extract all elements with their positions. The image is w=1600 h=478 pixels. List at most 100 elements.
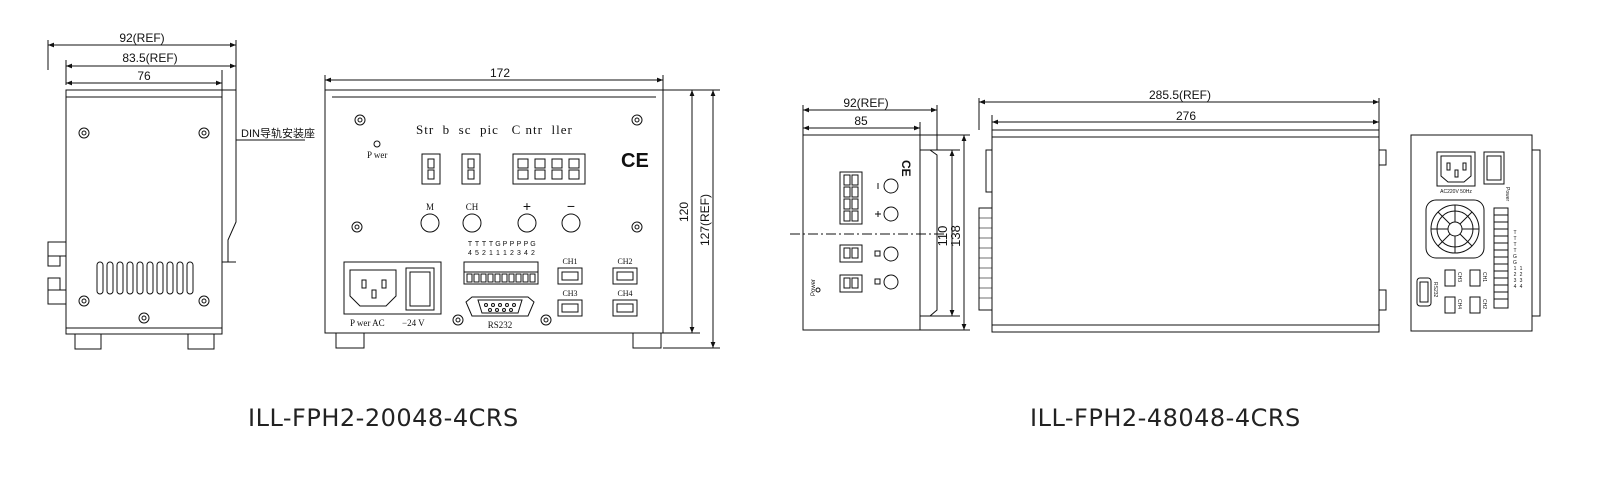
right-front-view: 92(REF) 85 110 138 — [790, 96, 970, 331]
left-side-view: 92(REF) 83.5(REF) 76 DIN导轨安装座 — [47, 31, 315, 350]
power-led-label: P wer — [367, 150, 387, 160]
ch4-port[interactable] — [612, 299, 638, 317]
front-buttons — [420, 213, 581, 233]
front-dim-width: 172 — [490, 66, 510, 80]
rfront-dim-total: 92(REF) — [843, 96, 888, 110]
rear-ch1-label: CH1 — [1481, 272, 1487, 282]
rfront-power-led — [815, 287, 821, 293]
ch4-label: CH4 — [617, 289, 632, 298]
button-label-minus: − — [567, 198, 575, 214]
svg-text:T: T — [475, 241, 480, 248]
left-front-view: 172 120 127(REF) Str b sc pic C ntr ller… — [324, 66, 720, 349]
svg-text:1: 1 — [1520, 266, 1523, 272]
rear-terminal-strip — [1493, 207, 1509, 309]
rfront-channel-button[interactable] — [883, 246, 899, 262]
button-label-plus: + — [523, 198, 531, 214]
svg-text:3: 3 — [517, 250, 521, 257]
rfront-dim-body: 85 — [854, 114, 868, 128]
svg-text:T: T — [1513, 236, 1516, 242]
channel-ports — [557, 267, 638, 317]
rfront-ce-mark: CE — [899, 160, 913, 177]
seven-segment-displays — [421, 153, 586, 185]
rfront-dim-height: 138 — [948, 225, 963, 247]
rear-ports — [1416, 269, 1481, 314]
ch1-label: CH1 — [562, 257, 577, 266]
power-switch[interactable] — [405, 267, 435, 311]
right-side-view: 285.5(REF) 276 — [978, 88, 1387, 333]
rear-ch4-label: CH4 — [1456, 299, 1462, 309]
svg-text:1: 1 — [1514, 266, 1517, 272]
din-rail-label: DIN导轨安装座 — [241, 126, 315, 140]
power-inlet — [343, 261, 442, 315]
minus-button[interactable] — [561, 213, 581, 233]
rside-dim-body: 276 — [1176, 109, 1196, 123]
svg-text:1: 1 — [503, 250, 507, 257]
button-label-ch: CH — [466, 202, 479, 212]
rs232-label: RS232 — [488, 320, 513, 330]
svg-text:3: 3 — [1520, 278, 1523, 284]
svg-text:1: 1 — [496, 250, 500, 257]
ch3-label: CH3 — [562, 289, 577, 298]
rfront-minus-button[interactable] — [883, 178, 899, 194]
front-dim-height-ref: 127(REF) — [698, 194, 712, 246]
plus-button[interactable] — [517, 213, 537, 233]
rear-ch3-port[interactable] — [1444, 269, 1456, 287]
rside-terminal-edge — [979, 217, 992, 299]
svg-text:G: G — [1513, 254, 1517, 260]
svg-text:P: P — [524, 241, 529, 248]
rear-ch2-label: CH2 — [1481, 299, 1487, 309]
svg-text:2: 2 — [482, 250, 486, 257]
rear-ac-label: AC220V 50Hz — [1440, 189, 1472, 195]
svg-text:G: G — [495, 241, 500, 248]
svg-text:T: T — [482, 241, 487, 248]
rear-ch1-port[interactable] — [1469, 269, 1481, 287]
svg-text:2: 2 — [510, 250, 514, 257]
rfront-power-label: Power — [811, 279, 817, 296]
rear-power-switch[interactable] — [1483, 151, 1505, 185]
rfront-displays — [839, 171, 863, 293]
rfront-dim-inner-height: 110 — [935, 226, 950, 247]
rear-power-label: Power — [1504, 187, 1510, 202]
power-voltage: −24 V — [402, 318, 425, 328]
side-dim-mid: 83.5(REF) — [122, 51, 177, 65]
svg-text:1: 1 — [489, 250, 493, 257]
ch2-port[interactable] — [612, 267, 638, 285]
rear-rs232-label: RS232 — [1432, 282, 1438, 298]
power-label: P wer AC — [350, 318, 385, 328]
svg-text:3: 3 — [1514, 278, 1517, 284]
svg-text:P: P — [510, 241, 515, 248]
rfront-buttons — [874, 178, 899, 290]
fan-icon — [1425, 199, 1485, 259]
rear-ch4-port[interactable] — [1444, 296, 1456, 314]
ch1-port[interactable] — [557, 267, 583, 285]
rear-power-inlet — [1436, 151, 1505, 187]
svg-text:4: 4 — [1514, 284, 1517, 290]
rfront-plus-button[interactable] — [883, 206, 899, 222]
svg-text:T: T — [1513, 230, 1516, 236]
ch3-port[interactable] — [557, 299, 583, 317]
front-dim-height: 120 — [677, 202, 691, 222]
side-vents — [96, 261, 194, 295]
side-dim-total: 92(REF) — [119, 31, 164, 45]
svg-text:T: T — [1513, 248, 1516, 254]
svg-text:4: 4 — [468, 250, 472, 257]
svg-text:T: T — [1513, 242, 1516, 248]
ce-mark: CE — [621, 150, 649, 172]
svg-text:T: T — [468, 241, 473, 248]
rs232-port[interactable] — [465, 296, 535, 317]
svg-text:G: G — [530, 241, 535, 248]
mode-button[interactable] — [420, 213, 440, 233]
dip-labels: T T T T G P P P P G 4 5 2 1 1 1 2 3 4 2 — [468, 241, 536, 257]
rear-ch3-label: CH3 — [1456, 272, 1462, 282]
svg-text:P: P — [503, 241, 508, 248]
button-label-m: M — [426, 202, 434, 212]
rear-ch2-port[interactable] — [1469, 296, 1481, 314]
channel-button[interactable] — [462, 213, 482, 233]
side-screws — [78, 127, 210, 324]
power-led — [373, 140, 381, 148]
rear-rs232-port[interactable] — [1416, 277, 1432, 307]
svg-text:4: 4 — [1520, 284, 1523, 290]
right-rear-view: Power AC220V 50Hz T T T T G — [1410, 134, 1541, 332]
rfront-mode-button[interactable] — [883, 274, 899, 290]
